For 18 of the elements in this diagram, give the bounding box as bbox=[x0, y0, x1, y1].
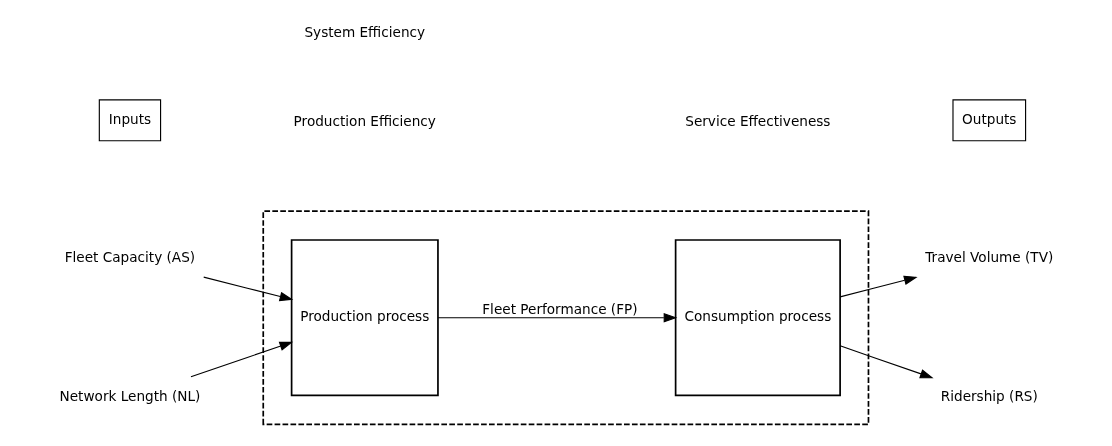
arrow bbox=[437, 312, 677, 323]
node-box: Production process bbox=[290, 239, 439, 397]
node-box: Outputs bbox=[951, 99, 1026, 142]
node-text: Fleet Capacity (AS) bbox=[64, 249, 195, 266]
label: Service Effectiveness bbox=[684, 113, 830, 130]
cluster bbox=[261, 210, 869, 426]
arrow bbox=[839, 345, 934, 379]
arrow bbox=[189, 341, 293, 378]
label: Production Efficiency bbox=[293, 113, 436, 130]
arrow bbox=[839, 275, 918, 298]
node-text: Travel Volume (TV) bbox=[924, 249, 1053, 266]
node-box: Consumption process bbox=[674, 239, 841, 397]
edge-label: Fleet Performance (FP) bbox=[481, 300, 638, 317]
label: System Efficiency bbox=[303, 23, 425, 40]
node-text: Ridership (RS) bbox=[940, 387, 1038, 404]
node-text: Network Length (NL) bbox=[59, 387, 200, 404]
node-box: Inputs bbox=[98, 99, 161, 142]
arrow bbox=[202, 276, 293, 302]
